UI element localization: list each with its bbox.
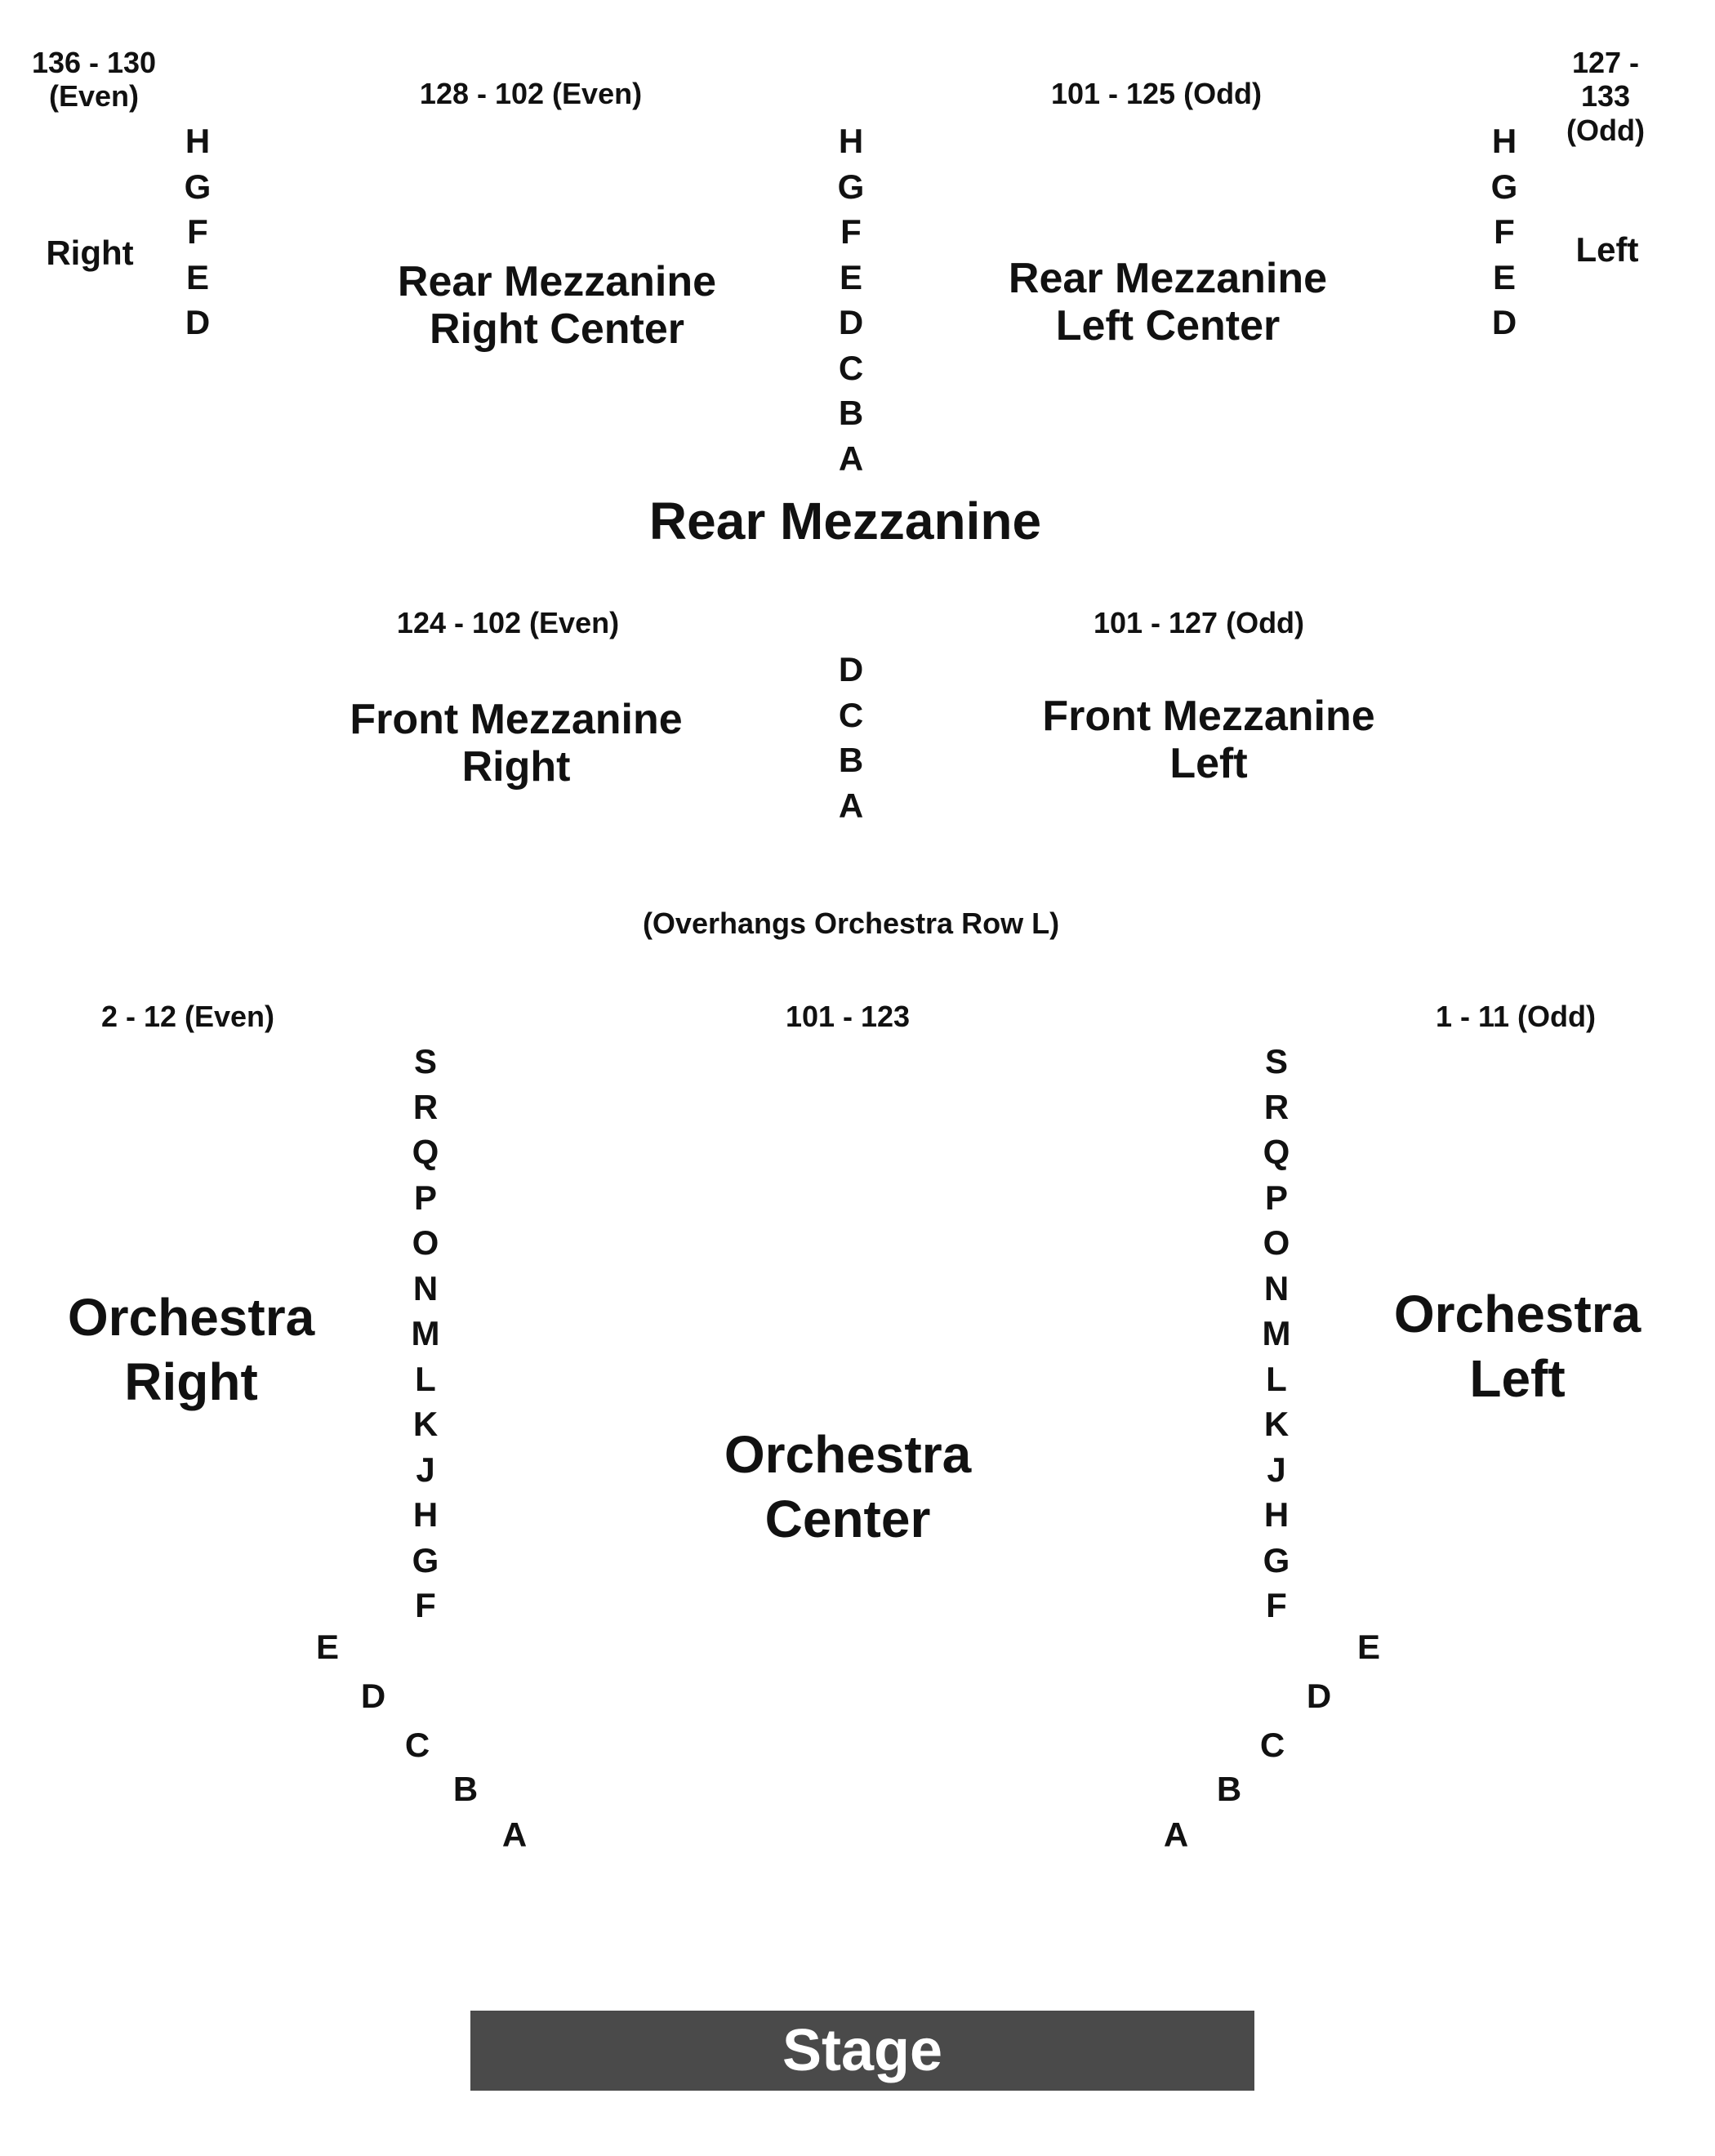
orchestra-left-seat-range: 1 - 11 (Odd) — [1435, 1000, 1597, 1033]
row-label: P — [1264, 1178, 1288, 1217]
rear-mezz-right-center-label: Rear Mezzanine Right Center — [397, 258, 717, 354]
row-label: E — [315, 1628, 340, 1666]
row-label: E — [1356, 1628, 1381, 1666]
row-label: F — [415, 1586, 436, 1624]
front-mezz-left-label: Front Mezzanine Left — [1042, 693, 1375, 788]
orchestra-right-seat-range: 2 - 12 (Even) — [100, 1000, 275, 1033]
row-label: D — [1491, 303, 1517, 341]
rear-mezz-left-center-seat-range: 101 - 125 (Odd) — [1050, 77, 1263, 110]
front-mezz-right-seat-range: 124 - 102 (Even) — [396, 606, 620, 639]
row-label: F — [1494, 212, 1515, 251]
front-mezz-left-seat-range: 101 - 127 (Odd) — [1093, 606, 1305, 639]
row-label: G — [1490, 167, 1518, 206]
row-label: B — [838, 394, 864, 432]
stage: Stage — [470, 2011, 1254, 2091]
row-label: B — [838, 741, 864, 779]
front-mezz-right-label: Front Mezzanine Right — [350, 696, 683, 791]
row-label: A — [501, 1815, 528, 1854]
row-label: Q — [1263, 1133, 1290, 1171]
row-label: H — [412, 1495, 439, 1534]
rear-mezz-far-left-rows: H G F E D — [1491, 118, 1518, 345]
row-label: D — [360, 1677, 386, 1715]
row-label: G — [184, 167, 212, 206]
row-label: F — [1266, 1586, 1287, 1624]
row-label: O — [412, 1223, 439, 1262]
row-label: G — [412, 1540, 439, 1579]
row-label: K — [1263, 1405, 1290, 1443]
row-label: H — [838, 122, 864, 160]
row-label: M — [411, 1314, 440, 1352]
orchestra-right-rows: S R Q P O N M L K J H G F — [412, 1039, 440, 1628]
stage-label: Stage — [782, 2018, 943, 2083]
row-label: F — [840, 212, 862, 251]
row-label: Q — [412, 1133, 439, 1171]
rear-mezz-far-left-seat-range: 127 - 133 (Odd) — [1566, 46, 1645, 147]
rear-mezz-far-right-rows: H G F E D — [185, 118, 212, 345]
rear-mezz-right-center-seat-range: 128 - 102 (Even) — [419, 77, 643, 110]
row-label: G — [1263, 1540, 1290, 1579]
row-label: E — [1492, 257, 1517, 296]
row-label: A — [1163, 1815, 1189, 1854]
row-label: L — [415, 1359, 436, 1398]
row-label: P — [413, 1178, 437, 1217]
row-label: B — [1216, 1770, 1242, 1808]
orchestra-center-label: Orchestra Center — [724, 1425, 972, 1549]
rear-mezzanine-title: Rear Mezzanine — [648, 492, 1042, 550]
row-label: H — [185, 122, 211, 160]
row-label: D — [1306, 1677, 1332, 1715]
orchestra-center-seat-range: 101 - 123 — [785, 1000, 911, 1033]
orchestra-left-label: Orchestra Left — [1393, 1285, 1642, 1409]
rear-mezz-left-center-label: Rear Mezzanine Left Center — [1008, 255, 1328, 350]
row-label: E — [839, 257, 863, 296]
row-label: C — [838, 348, 864, 387]
rear-mezz-center-rows: H G F E D C B A — [838, 118, 865, 481]
row-label: C — [838, 695, 864, 734]
row-label: J — [1267, 1450, 1286, 1489]
row-label: K — [412, 1405, 439, 1443]
orchestra-left-rows: S R Q P O N M L K J H G F — [1263, 1039, 1291, 1628]
overhang-note: (Overhangs Orchestra Row L) — [642, 906, 1060, 940]
front-mezz-rows: D C B A — [839, 647, 863, 828]
row-label: M — [1262, 1314, 1291, 1352]
row-label: H — [1263, 1495, 1290, 1534]
row-label: R — [1263, 1087, 1290, 1126]
row-label: S — [413, 1042, 437, 1080]
row-label: C — [1259, 1726, 1285, 1764]
row-label: D — [838, 303, 864, 341]
orchestra-right-label: Orchestra Right — [67, 1288, 315, 1412]
rear-mezz-far-left-label: Left — [1575, 230, 1639, 269]
row-label: J — [416, 1450, 435, 1489]
row-label: E — [185, 257, 210, 296]
rear-mezz-far-right-label: Right — [46, 234, 134, 272]
row-label: A — [838, 439, 864, 478]
row-label: G — [837, 167, 865, 206]
row-label: R — [412, 1087, 439, 1126]
row-label: D — [185, 303, 211, 341]
row-label: F — [187, 212, 208, 251]
row-label: N — [412, 1268, 439, 1307]
row-label: D — [838, 650, 864, 688]
row-label: C — [404, 1726, 430, 1764]
row-label: B — [452, 1770, 479, 1808]
row-label: N — [1263, 1268, 1290, 1307]
row-label: A — [838, 786, 864, 825]
row-label: H — [1491, 122, 1517, 160]
row-label: L — [1266, 1359, 1287, 1398]
rear-mezz-far-right-seat-range: 136 - 130 (Even) — [31, 46, 157, 114]
row-label: O — [1263, 1223, 1290, 1262]
row-label: S — [1264, 1042, 1288, 1080]
